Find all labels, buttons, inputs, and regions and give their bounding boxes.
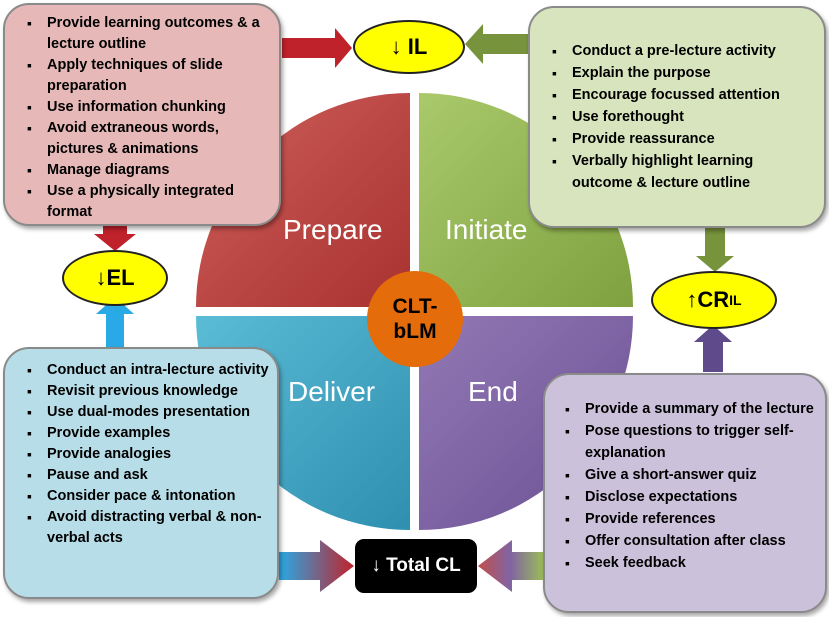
center-clt-blm: CLT- bLM xyxy=(367,271,463,367)
arrow-deliver-to-total xyxy=(279,540,354,592)
deliver-item: Avoid distracting verbal & non-verbal ac… xyxy=(25,507,269,549)
arrow-end-to-total xyxy=(478,540,543,592)
deliver-item: Use dual-modes presentation xyxy=(25,402,269,423)
prepare-item: Provide learning outcomes & a lecture ou… xyxy=(25,13,269,55)
cr-label: ↑CR xyxy=(686,287,730,312)
oval-il: ↓ IL xyxy=(353,20,465,74)
center-line-2: bLM xyxy=(393,320,437,343)
end-item: Disclose expectations xyxy=(563,486,817,508)
deliver-item: Consider pace & intonation xyxy=(25,486,269,507)
initiate-box: Conduct a pre-lecture activity Explain t… xyxy=(528,6,826,228)
arrow-end-to-cr xyxy=(694,325,732,372)
end-item: Seek feedback xyxy=(563,552,817,574)
end-box: Provide a summary of the lecture Pose qu… xyxy=(543,373,827,613)
end-item: Offer consultation after class xyxy=(563,530,817,552)
arrow-deliver-to-el xyxy=(96,297,134,347)
deliver-item: Conduct an intra-lecture activity xyxy=(25,360,269,381)
prepare-item: Use information chunking xyxy=(25,97,269,118)
prepare-item: Apply techniques of slide preparation xyxy=(25,55,269,97)
quadrant-prepare xyxy=(196,93,410,307)
deliver-item: Pause and ask xyxy=(25,465,269,486)
total-cl-box: ↓ Total CL xyxy=(355,539,477,593)
deliver-item: Provide analogies xyxy=(25,444,269,465)
label-deliver: Deliver xyxy=(288,376,376,407)
initiate-item: Explain the purpose xyxy=(550,62,814,84)
quadrant-end xyxy=(419,316,633,530)
prepare-box: Provide learning outcomes & a lecture ou… xyxy=(3,3,281,226)
initiate-item: Provide reassurance xyxy=(550,128,814,150)
initiate-item: Verbally highlight learning outcome & le… xyxy=(550,150,814,194)
label-initiate: Initiate xyxy=(445,214,528,245)
label-prepare: Prepare xyxy=(283,214,383,245)
end-item: Give a short-answer quiz xyxy=(563,464,817,486)
prepare-item: Manage diagrams xyxy=(25,160,269,181)
initiate-item: Use forethought xyxy=(550,106,814,128)
prepare-item: Use a physically integrated format xyxy=(25,181,269,223)
deliver-item: Revisit previous knowledge xyxy=(25,381,269,402)
initiate-item: Conduct a pre-lecture activity xyxy=(550,40,814,62)
end-item: Provide a summary of the lecture xyxy=(563,398,817,420)
arrow-initiate-to-il xyxy=(465,24,528,64)
deliver-item: Provide examples xyxy=(25,423,269,444)
end-item: Provide references xyxy=(563,508,817,530)
deliver-box: Conduct an intra-lecture activity Revisi… xyxy=(3,347,279,599)
cr-subscript: IL xyxy=(729,292,742,308)
arrow-initiate-to-cr xyxy=(696,228,734,272)
label-end: End xyxy=(468,376,518,407)
quadrant-initiate xyxy=(419,93,633,307)
prepare-item: Avoid extraneous words, pictures & anima… xyxy=(25,118,269,160)
end-item: Pose questions to trigger self-explanati… xyxy=(563,420,817,464)
oval-el: ↓EL xyxy=(62,250,168,306)
center-line-1: CLT- xyxy=(392,295,438,318)
arrow-prepare-to-el xyxy=(94,226,136,251)
arrow-prepare-to-il xyxy=(282,28,352,68)
initiate-item: Encourage focussed attention xyxy=(550,84,814,106)
